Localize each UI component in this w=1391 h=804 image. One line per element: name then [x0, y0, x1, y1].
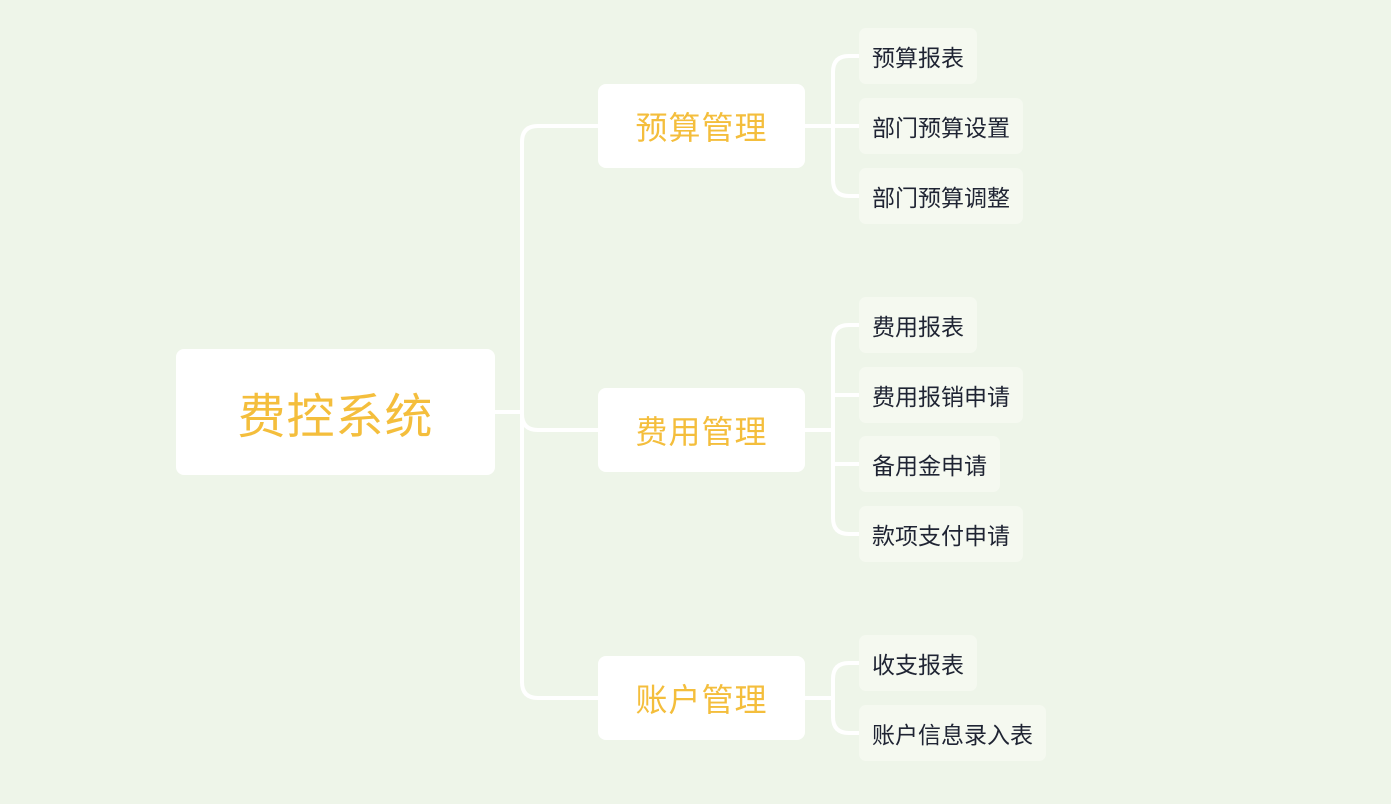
leaf-node[interactable]: 款项支付申请	[859, 506, 1023, 562]
connector-trunk-top-curve	[520, 124, 600, 144]
branch-node-budget[interactable]: 预算管理	[598, 84, 805, 168]
leaf-label: 收支报表	[872, 653, 964, 679]
leaf-node[interactable]: 预算报表	[859, 28, 977, 84]
leaf-label: 账户信息录入表	[872, 723, 1033, 749]
root-node[interactable]: 费控系统	[176, 349, 495, 475]
connector-branch2-leaf1	[831, 323, 861, 343]
leaf-node[interactable]: 费用报表	[859, 297, 977, 353]
connector-branch1-leaf1	[831, 54, 861, 74]
leaf-node[interactable]: 账户信息录入表	[859, 705, 1046, 761]
branch-node-expense[interactable]: 费用管理	[598, 388, 805, 472]
leaf-label: 款项支付申请	[872, 524, 1010, 550]
connector-branch2-leaf4	[831, 516, 861, 536]
leaf-label: 费用报表	[872, 315, 964, 341]
connector-branch3-leaf2	[831, 715, 861, 735]
leaf-node[interactable]: 费用报销申请	[859, 367, 1023, 423]
connector-trunk-bottom-curve	[520, 680, 600, 700]
branch-label: 费用管理	[635, 413, 768, 451]
branch-node-account[interactable]: 账户管理	[598, 656, 805, 740]
connector-branch1-leaf3	[831, 178, 861, 198]
leaf-label: 预算报表	[872, 46, 964, 72]
leaf-node[interactable]: 部门预算设置	[859, 98, 1023, 154]
leaf-label: 费用报销申请	[872, 385, 1010, 411]
leaf-label: 部门预算调整	[872, 186, 1010, 212]
leaf-node[interactable]: 收支报表	[859, 635, 977, 691]
leaf-node[interactable]: 部门预算调整	[859, 168, 1023, 224]
connector-branch3-leaf1	[831, 661, 861, 681]
leaf-node[interactable]: 备用金申请	[859, 436, 1000, 492]
branch-label: 账户管理	[635, 681, 768, 719]
root-label: 费控系统	[237, 389, 434, 445]
leaf-label: 部门预算设置	[872, 116, 1010, 142]
leaf-label: 备用金申请	[872, 454, 987, 480]
connector-trunk-mid	[520, 412, 600, 432]
branch-label: 预算管理	[635, 109, 768, 147]
